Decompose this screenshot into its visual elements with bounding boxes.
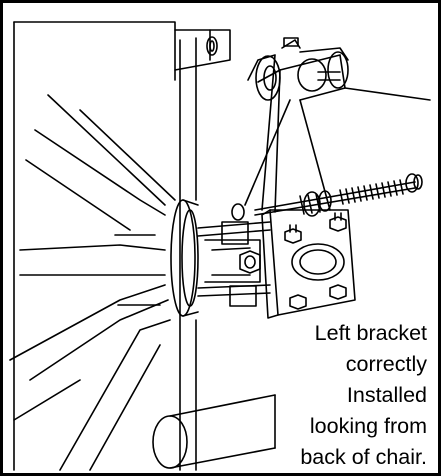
lower-tube (152, 394, 276, 469)
threaded-rod (231, 173, 423, 221)
caption-line: correctly (345, 352, 427, 376)
standoff-rods (197, 221, 271, 307)
caption-line: Installed (346, 383, 427, 407)
caption-line: back of chair. (300, 445, 427, 469)
wheel-hub (170, 199, 199, 317)
bracket-bolts (284, 212, 347, 310)
lever-arm (244, 37, 431, 213)
bracket-plate (261, 209, 356, 319)
caption-line: looking from (309, 414, 427, 438)
figure-caption: Left bracket correctly Installed looking… (247, 318, 427, 473)
chair-frame-lines (9, 21, 231, 471)
caption-line: Left bracket (314, 321, 427, 345)
